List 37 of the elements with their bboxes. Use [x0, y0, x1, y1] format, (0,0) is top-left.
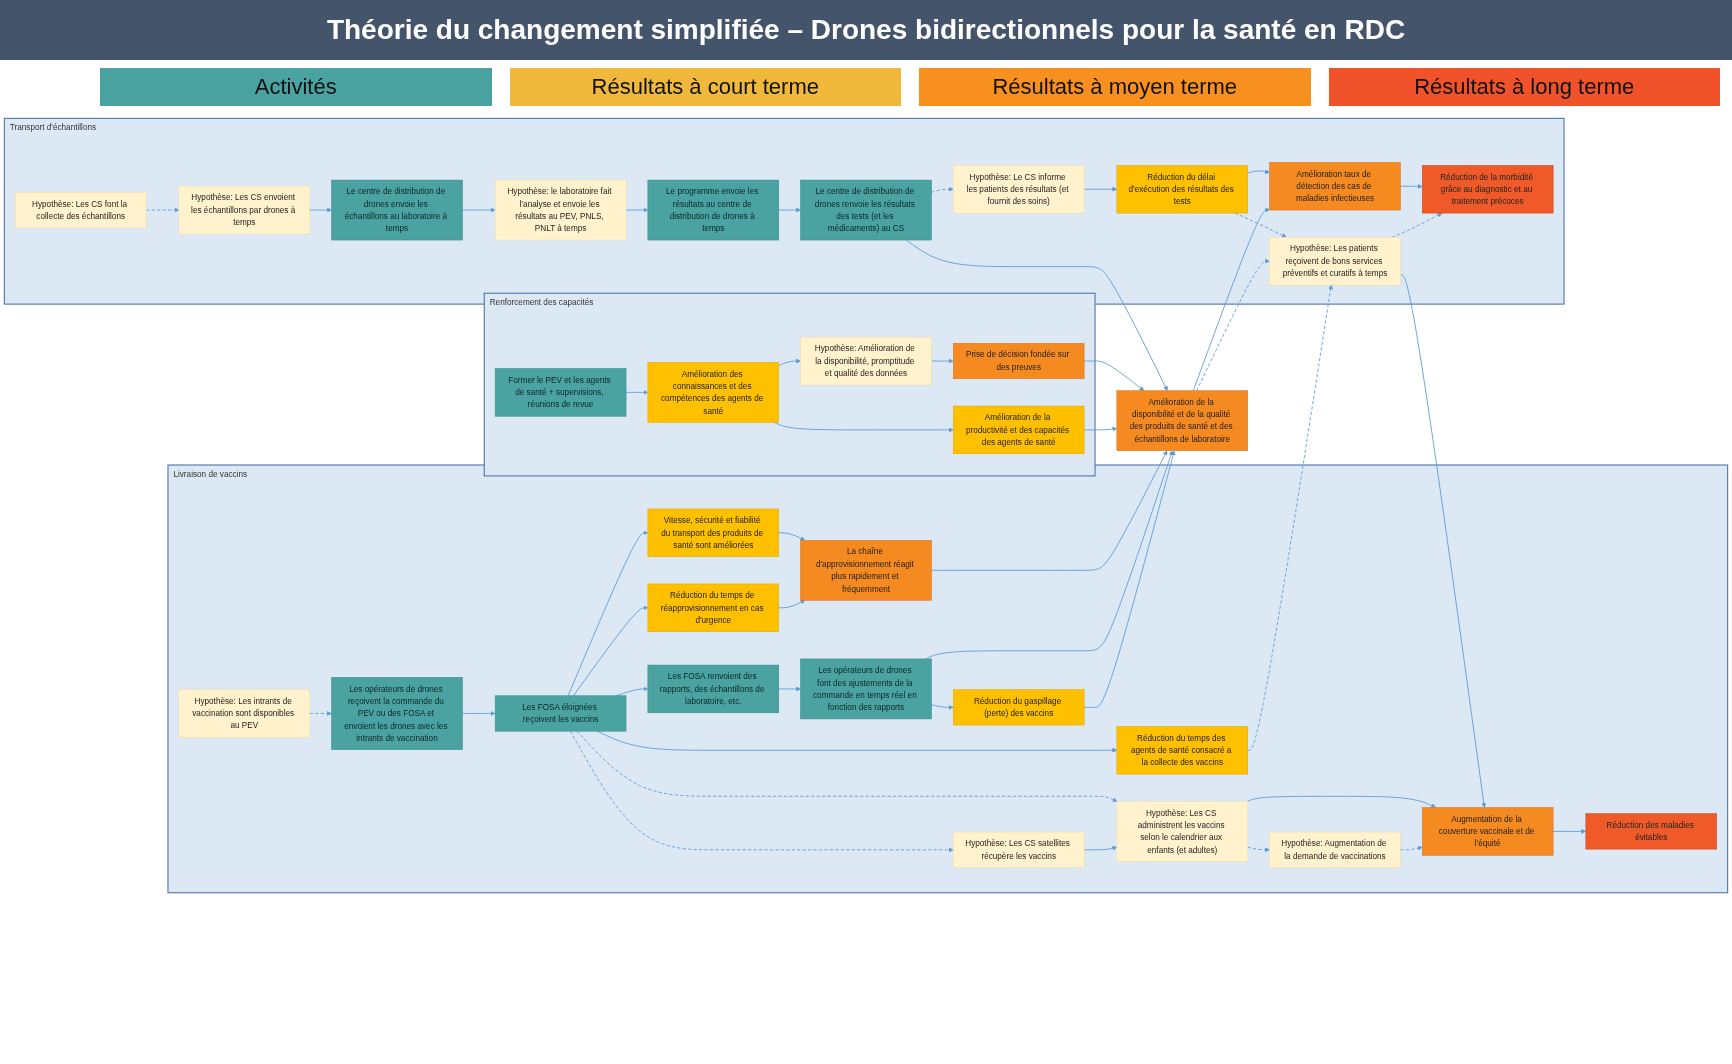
- node-box: Le centre de distribution de drones envoie les échantillons au laboratoire à temps: [331, 179, 463, 241]
- node-box: Hypothèse: Les patients reçoivent de bons services préventifs et curatifs à temps: [1269, 237, 1401, 286]
- node-box: Amélioration des connaissances et des compétences des agents de santé: [647, 362, 780, 423]
- node-box: Prise de décision fondée sur des preuves: [952, 343, 1085, 380]
- column-header: Résultats à moyen terme: [919, 68, 1311, 106]
- column-header: Résultats à long terme: [1328, 68, 1720, 106]
- node-box: Les FOSA renvoient des rapports, des échantillons de laboratoire, etc.: [647, 664, 780, 714]
- node-box: Amélioration taux de détection des cas de maladies infectieuses: [1269, 162, 1401, 211]
- node-box: Amélioration de la productivité et des capacités des agents de santé: [952, 405, 1085, 455]
- title-banner: Théorie du changement simplifiée – Drones bidirectionnels pour la santé en RDC: [0, 0, 1732, 60]
- node-box: Amélioration de la disponibilité et de la qualité des produits de santé et des échantillons de laboratoire: [1116, 390, 1248, 451]
- node-box: Hypothèse: Les intrants de vaccination sont disponibles au PEV: [178, 689, 311, 738]
- node-box: Réduction du temps de réapprovisionnement en cas d'urgence: [647, 583, 780, 632]
- node-box: Réduction du temps des agents de santé consacré a la collecte des vaccins: [1116, 726, 1248, 775]
- node-box: Hypothèse: Le CS informe les patients des résultats (et fournit des soins): [952, 165, 1085, 214]
- node-box: Hypothèse: Amélioration de la disponibilité, promptitude et qualité des données: [800, 336, 932, 386]
- node-box: Réduction des maladies évitables: [1585, 813, 1717, 850]
- node-box: Vitesse, sécurité et fiabilité du transport des produits de santé sont améliorées: [647, 508, 780, 557]
- node-box: Hypothèse: le laboratoire fait l’analyse et envoie les résultats au PEV, PNLS, PNLT à temps: [494, 179, 627, 241]
- node-box: Hypothèse: Les CS satellites récupère les vaccins: [952, 831, 1085, 868]
- node-box: Hypothèse: Les CS font la collecte des échantillons: [15, 192, 147, 229]
- node-box: Augmentation de la couverture vaccinale et de l'équité: [1421, 807, 1554, 856]
- column-header: Résultats à court terme: [509, 68, 901, 106]
- node-box: La chaîne d'approvisionnement réagit plus rapidement et fréquemment: [800, 540, 932, 601]
- node-box: Le programme envoie les résultats au centre de distribution de drones à temps: [647, 179, 780, 241]
- node-box: Les FOSA éloignées reçoivent les vaccins: [494, 695, 627, 732]
- node-box: Hypothèse: Augmentation de la demande de vaccinations: [1269, 831, 1401, 868]
- node-box: Les opérateurs de drones font des ajustements de la commande en temps réel en fonction des rapports: [800, 658, 932, 720]
- node-box: Réduction de la morbidité grâce au diagnostic et au traitement précoces: [1421, 165, 1554, 214]
- node-box: Hypothèse: Les CS administrent les vaccins selon le calendrier aux enfants (et adultes): [1116, 801, 1248, 862]
- column-header: Activités: [100, 68, 492, 106]
- node-box: Hypothèse: Les CS envoient les échantillons par drones à temps: [178, 185, 311, 235]
- node-box: Les opérateurs de drones reçoivent la commande du PEV ou des FOSA et envoient les drones avec les intrants de vaccination: [331, 677, 463, 750]
- node-box: Réduction du gaspillage (perte) des vaccins: [952, 689, 1085, 726]
- node-box: Le centre de distribution de drones renvoie les résultats des tests (et les médicaments) au CS: [800, 179, 932, 241]
- node-box: Former le PEV et les agents de santé + supervisions, réunions de revue: [494, 368, 627, 417]
- node-box: Réduction du délai d'exécution des résultats des tests: [1116, 165, 1248, 214]
